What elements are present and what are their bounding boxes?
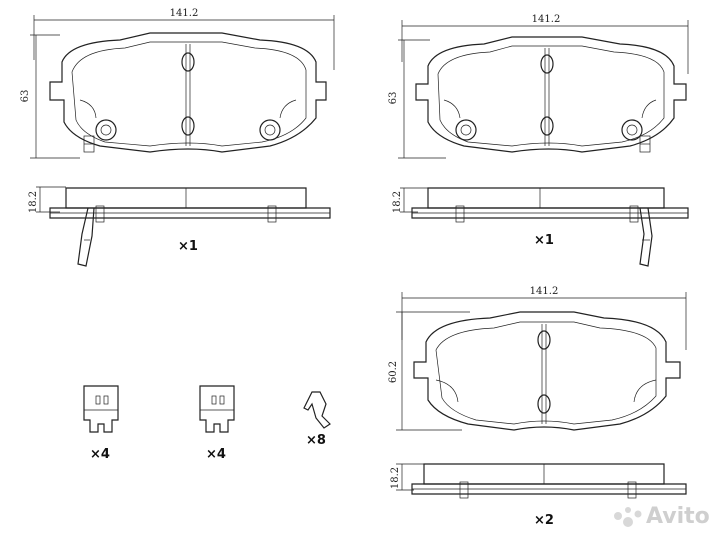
dim-width-top-right: 141.2 [532,14,561,25]
clip-a [83,385,119,433]
avito-watermark: Avito [614,504,710,529]
pad-top-left-side: 18.2 [28,186,331,267]
dim-height-bottom-right: 60.2 [388,361,399,383]
dim-width-top-left: 141.2 [170,8,199,19]
dim-thickness-right: 18.2 [392,191,403,213]
qty-pad-left: ×1 [178,239,198,254]
qty-spring: ×8 [306,433,326,448]
pad-top-right-side: 18.2 [392,187,689,267]
watermark-text: Avito [646,504,710,529]
dim-thickness-left: 18.2 [28,191,39,213]
spring-clip [303,391,331,429]
pad-top-right-front: 141.2 63 [388,14,689,159]
qty-pad-right: ×1 [534,233,554,248]
pad-top-left-front: 141.2 63 [20,8,335,159]
qty-pad-bottom: ×2 [534,513,554,528]
dim-height-top-left: 63 [20,90,31,103]
dim-width-bottom-right: 141.2 [530,286,559,297]
dim-height-top-right: 63 [388,92,399,105]
pad-bottom-right-front: 141.2 60.2 [388,286,687,431]
qty-clip-b: ×4 [206,447,226,462]
dim-thickness-bottom: 18.2 [390,467,401,489]
pad-bottom-right-side: 18.2 [390,463,687,499]
qty-clip-a: ×4 [90,447,110,462]
clip-b [199,385,235,433]
